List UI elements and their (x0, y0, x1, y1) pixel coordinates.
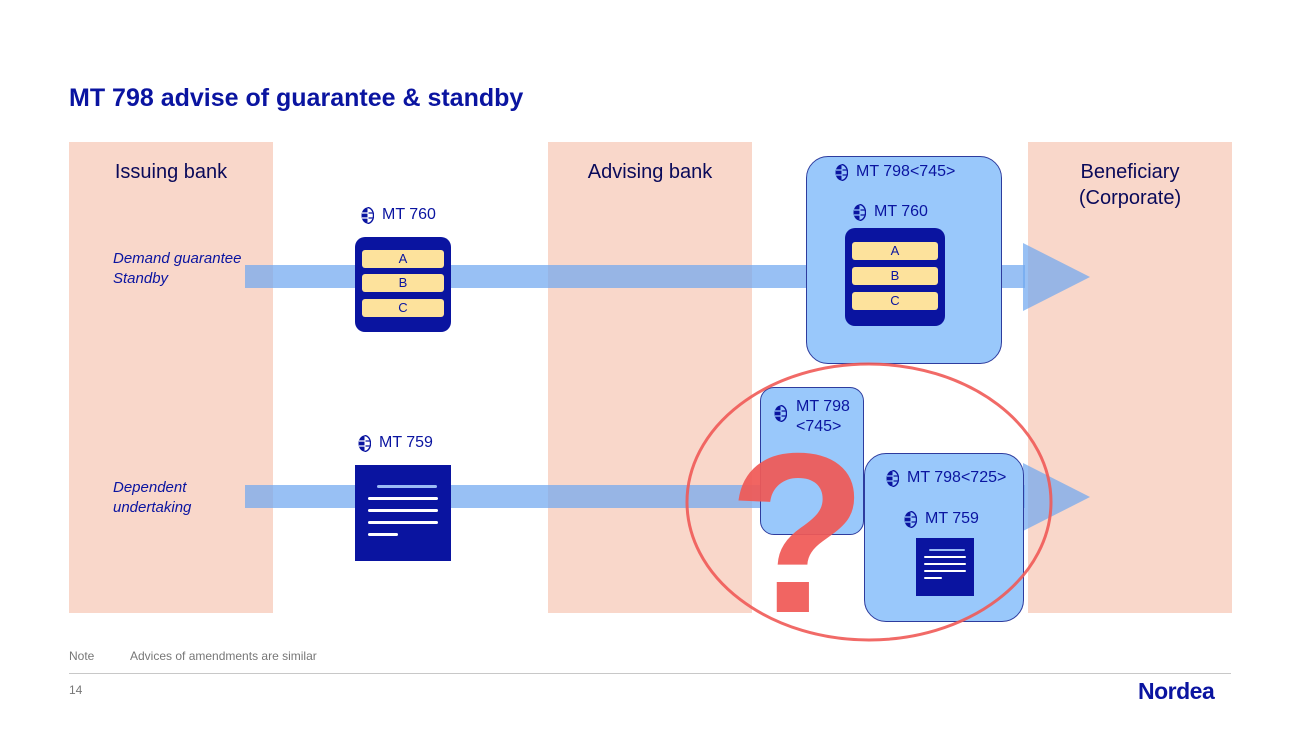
row-label-top-line2: Standby (113, 270, 169, 287)
field-b: B (362, 274, 444, 292)
field-a: A (362, 250, 444, 268)
envelope-mt798-745: MT 798<745> MT 760 A B C (806, 156, 1002, 364)
page-title: MT 798 advise of guarantee & standby (69, 84, 524, 112)
msg-label-mt759-issuing-text: MT 759 (379, 434, 433, 451)
swift-globe-icon (358, 434, 371, 452)
field-b: B (852, 267, 938, 285)
field-a: A (852, 242, 938, 260)
row-label-top-line1: Demand guarantee (113, 250, 242, 267)
doc-line (924, 570, 966, 572)
msg-label-mt798-745: MT 798<745> (835, 162, 955, 182)
lane-issuing-bank (69, 142, 273, 613)
msg-label-mt798-small: MT 798 <745> (796, 397, 850, 437)
msg-label-mt760-issuing: MT 760 (361, 205, 436, 225)
nordea-logo: Nordea (1138, 678, 1215, 704)
document-lines-icon (916, 538, 974, 596)
doc-line (924, 577, 942, 579)
lane-advising-bank (548, 142, 752, 613)
mt760-fields-box-issuing: A B C (355, 237, 451, 332)
doc-line (924, 556, 966, 558)
msg-label-mt798-725-text: MT 798<725> (907, 469, 1007, 486)
lane-label-advising: Advising bank (587, 161, 713, 183)
doc-line (368, 521, 438, 524)
lane-label-beneficiary: Beneficiary (Corporate) (1028, 159, 1232, 211)
lane-label-beneficiary-line2: (Corporate) (1078, 187, 1182, 209)
footer-note-label: Note (69, 649, 95, 663)
msg-label-mt798-725: MT 798<725> (886, 468, 1006, 488)
doc-line (377, 485, 437, 488)
field-c: C (852, 292, 938, 310)
msg-label-mt760-advising: MT 760 (853, 202, 928, 222)
document-lines-icon (355, 465, 451, 561)
lane-label-beneficiary-line1: Beneficiary (1080, 161, 1180, 183)
lane-beneficiary (1028, 142, 1232, 613)
doc-line (368, 533, 398, 536)
envelope-mt798-725: MT 798<725> MT 759 (864, 453, 1024, 622)
mt760-fields-box-advising: A B C (845, 228, 945, 326)
msg-label-mt760-issuing-text: MT 760 (382, 206, 436, 223)
msg-label-mt759-advising: MT 759 (904, 509, 979, 529)
page-number: 14 (69, 683, 83, 697)
footer-note-text: Advices of amendments are similar (130, 649, 317, 663)
row-label-top: Demand guarantee Standby (113, 249, 241, 289)
doc-line (368, 497, 438, 500)
lane-label-issuing: Issuing bank (114, 161, 228, 183)
highlight-ellipse (685, 362, 1053, 642)
msg-label-mt760-advising-text: MT 760 (874, 203, 928, 220)
row-label-bottom: Dependent undertaking (113, 478, 191, 518)
msg-label-mt798-745-text: MT 798<745> (856, 163, 956, 180)
doc-line (924, 563, 966, 565)
msg-label-mt759-advising-text: MT 759 (925, 510, 979, 527)
footer-divider (69, 673, 1231, 674)
msg-label-mt759-issuing: MT 759 (358, 433, 433, 453)
flow-arrow-top-head (1023, 243, 1090, 311)
doc-line (929, 549, 965, 551)
row-label-bottom-line1: Dependent (113, 479, 187, 496)
question-mark-icon: ? (728, 407, 868, 661)
swift-globe-icon (361, 206, 374, 224)
swift-globe-icon (904, 510, 917, 528)
swift-globe-icon (853, 203, 866, 221)
swift-globe-icon (774, 405, 787, 422)
envelope-mt798-745-small: MT 798 <745> (760, 387, 864, 535)
flow-arrow-bottom-head (1023, 463, 1090, 531)
doc-line (368, 509, 438, 512)
msg-label-mt798-small-line2: <745> (796, 418, 842, 435)
row-label-bottom-line2: undertaking (113, 499, 192, 516)
swift-globe-icon (886, 469, 899, 487)
field-c: C (362, 299, 444, 317)
msg-label-mt798-small-line1: MT 798 (796, 398, 850, 415)
swift-globe-icon (835, 163, 848, 181)
